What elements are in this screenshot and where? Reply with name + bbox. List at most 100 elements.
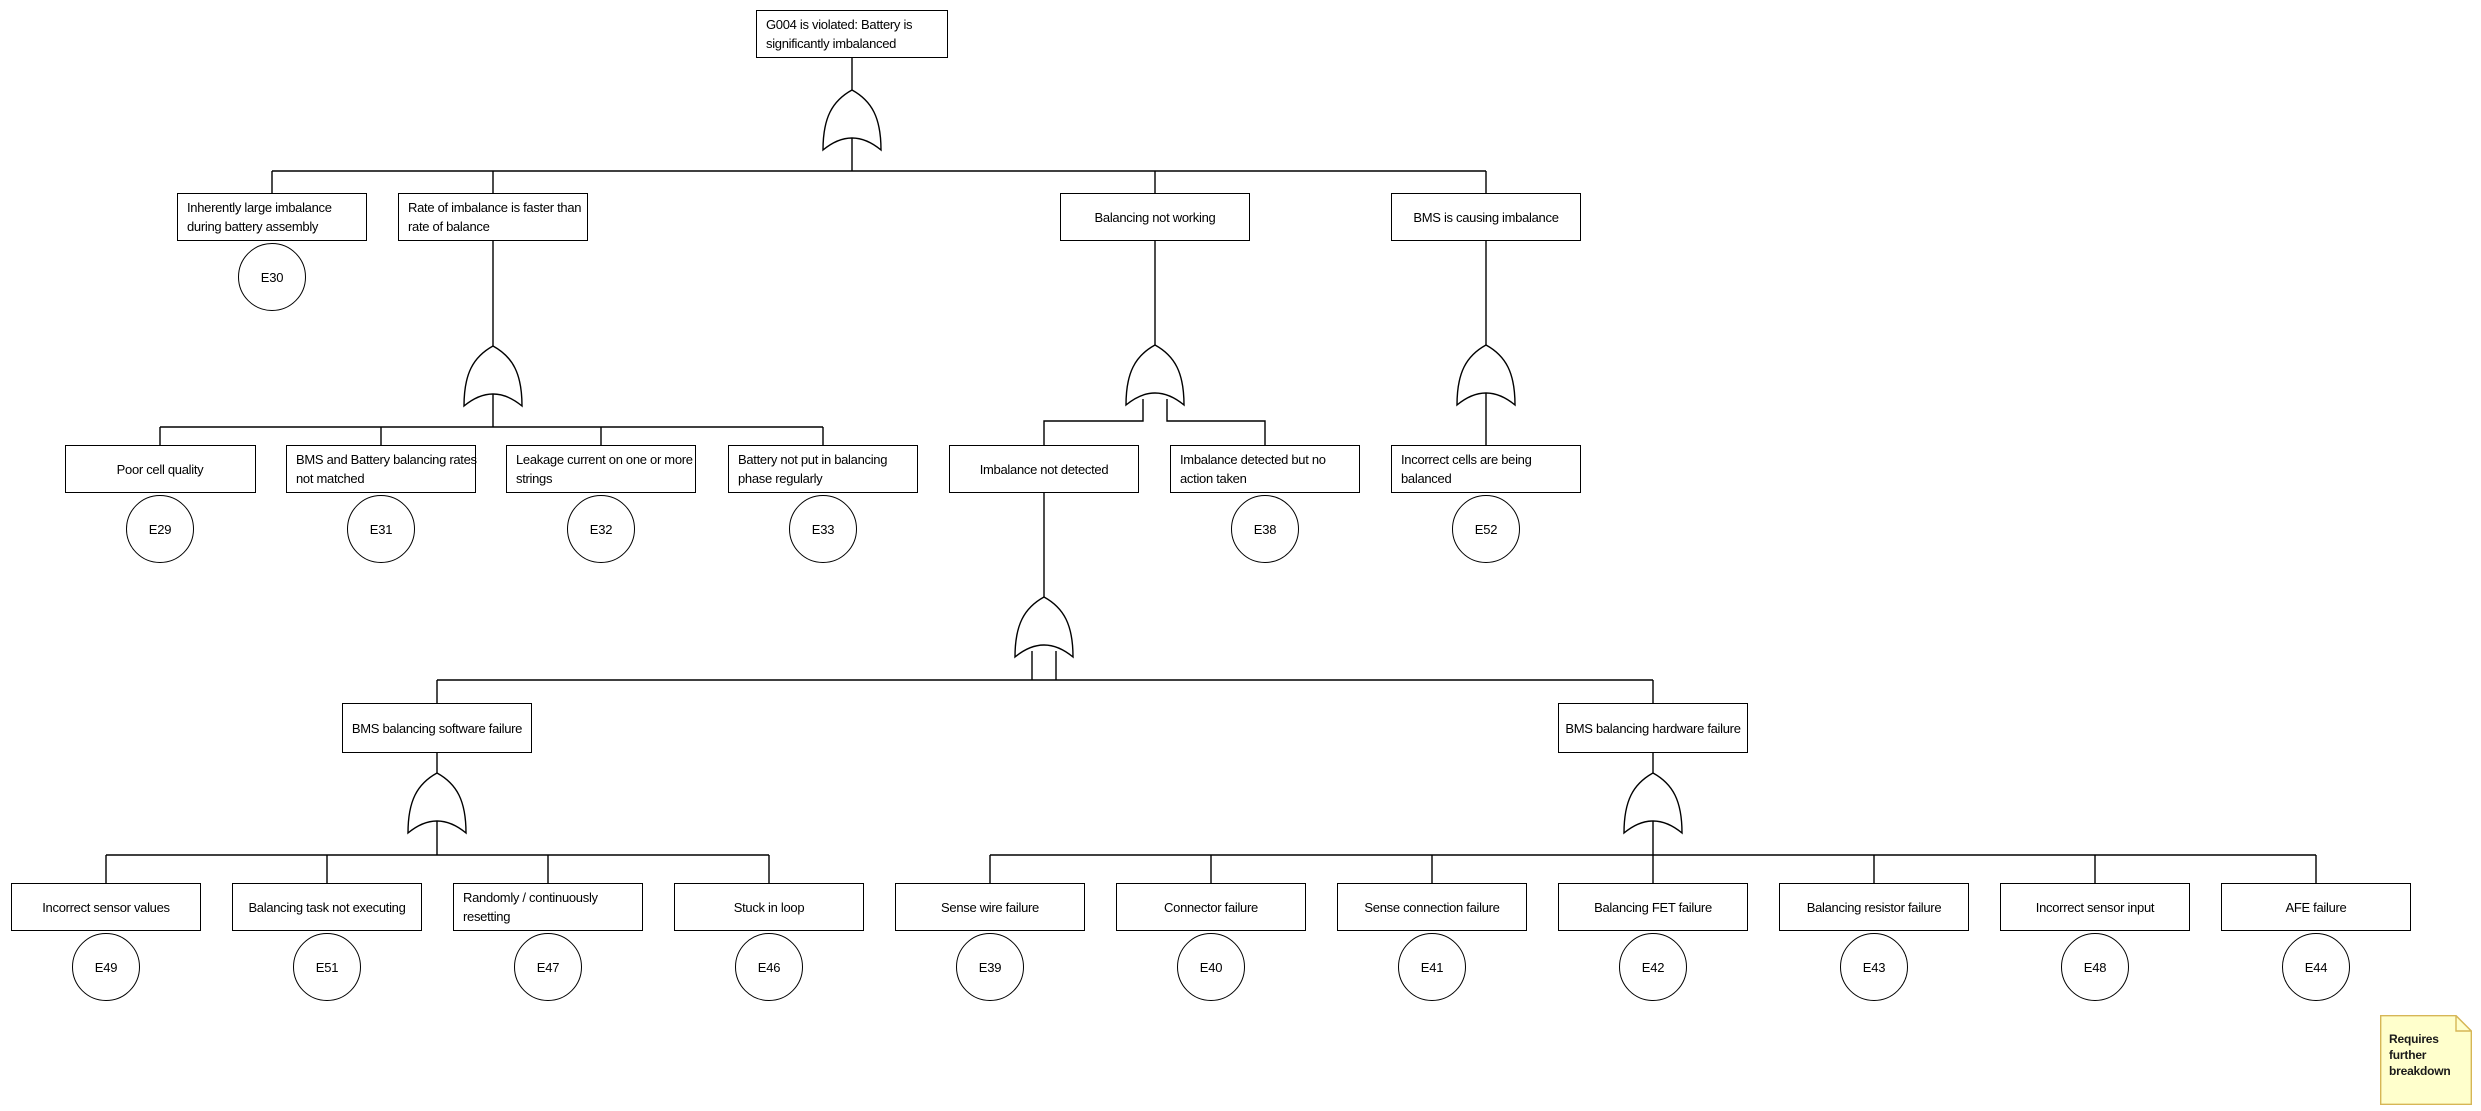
basic-event-circle[interactable]: E42 <box>1619 933 1687 1001</box>
node-box[interactable]: Incorrect cells are being balanced <box>1391 445 1581 493</box>
node-label: Battery not put in balancing phase regul… <box>738 452 888 486</box>
basic-event-id: E43 <box>1862 959 1886 975</box>
basic-event-circle[interactable]: E32 <box>567 495 635 563</box>
node-box[interactable]: BMS balancing software failure <box>342 703 532 753</box>
node-box[interactable]: Balancing FET failure <box>1558 883 1748 931</box>
basic-event-circle[interactable]: E46 <box>735 933 803 1001</box>
basic-event-circle[interactable]: E49 <box>72 933 140 1001</box>
node-label: Balancing not working <box>1094 209 1216 225</box>
node-label: Sense wire failure <box>941 899 1039 915</box>
node-label: Incorrect cells are being balanced <box>1401 452 1532 486</box>
basic-event-id: E31 <box>369 521 393 537</box>
basic-event-circle[interactable]: E41 <box>1398 933 1466 1001</box>
basic-event-circle[interactable]: E31 <box>347 495 415 563</box>
node-box[interactable]: Sense wire failure <box>895 883 1085 931</box>
node-label: Randomly / continuously resetting <box>463 890 598 924</box>
basic-event-id: E30 <box>260 269 284 285</box>
or-gate[interactable] <box>407 772 467 835</box>
connector <box>1043 399 1144 445</box>
node-label: Sense connection failure <box>1364 899 1500 915</box>
basic-event-circle[interactable]: E47 <box>514 933 582 1001</box>
basic-event-circle[interactable]: E51 <box>293 933 361 1001</box>
node-label: BMS balancing hardware failure <box>1565 720 1741 736</box>
basic-event-circle[interactable]: E52 <box>1452 495 1520 563</box>
basic-event-circle[interactable]: E44 <box>2282 933 2350 1001</box>
basic-event-id: E44 <box>2304 959 2328 975</box>
node-box[interactable]: Imbalance not detected <box>949 445 1139 493</box>
basic-event-id: E48 <box>2083 959 2107 975</box>
node-label: Balancing FET failure <box>1594 899 1712 915</box>
node-label: Balancing task not executing <box>248 899 406 915</box>
node-label: BMS and Battery balancing rates not matc… <box>296 452 477 486</box>
node-label: Poor cell quality <box>116 461 204 477</box>
node-box[interactable]: Imbalance detected but no action taken <box>1170 445 1360 493</box>
node-label: AFE failure <box>2285 899 2347 915</box>
node-label: Incorrect sensor input <box>2035 899 2155 915</box>
node-box[interactable]: G004 is violated: Battery is significant… <box>756 10 948 58</box>
node-box[interactable]: BMS balancing hardware failure <box>1558 703 1748 753</box>
node-label: Balancing resistor failure <box>1806 899 1942 915</box>
basic-event-id: E33 <box>811 521 835 537</box>
basic-event-id: E52 <box>1474 521 1498 537</box>
connector <box>1166 399 1266 445</box>
or-gate[interactable] <box>1125 344 1185 407</box>
node-label: Leakage current on one or more strings <box>516 452 693 486</box>
node-box[interactable]: BMS is causing imbalance <box>1391 193 1581 241</box>
node-box[interactable]: Rate of imbalance is faster than rate of… <box>398 193 588 241</box>
node-label: G004 is violated: Battery is significant… <box>766 17 913 51</box>
basic-event-id: E40 <box>1199 959 1223 975</box>
or-gate[interactable] <box>463 345 523 408</box>
node-box[interactable]: AFE failure <box>2221 883 2411 931</box>
basic-event-circle[interactable]: E43 <box>1840 933 1908 1001</box>
node-box[interactable]: Connector failure <box>1116 883 1306 931</box>
node-box[interactable]: Balancing resistor failure <box>1779 883 1969 931</box>
sticky-note-body <box>2380 1015 2472 1105</box>
node-box[interactable]: Battery not put in balancing phase regul… <box>728 445 918 493</box>
or-gate[interactable] <box>1456 344 1516 407</box>
node-box[interactable]: Incorrect sensor values <box>11 883 201 931</box>
basic-event-circle[interactable]: E48 <box>2061 933 2129 1001</box>
or-gate[interactable] <box>1014 596 1074 659</box>
node-label: Imbalance detected but no action taken <box>1180 452 1326 486</box>
node-label: BMS is causing imbalance <box>1413 209 1559 225</box>
basic-event-circle[interactable]: E33 <box>789 495 857 563</box>
node-box[interactable]: Balancing not working <box>1060 193 1250 241</box>
basic-event-circle[interactable]: E29 <box>126 495 194 563</box>
basic-event-circle[interactable]: E30 <box>238 243 306 311</box>
basic-event-id: E46 <box>757 959 781 975</box>
node-box[interactable]: Poor cell quality <box>64 445 256 493</box>
node-box[interactable]: BMS and Battery balancing rates not matc… <box>286 445 477 493</box>
node-box[interactable]: Leakage current on one or more strings <box>506 445 696 493</box>
basic-event-id: E41 <box>1420 959 1444 975</box>
basic-event-circle[interactable]: E38 <box>1231 495 1299 563</box>
sticky-note-text: Requires further breakdown <box>2389 1032 2451 1078</box>
node-label: Stuck in loop <box>733 899 805 915</box>
node-box[interactable]: Sense connection failure <box>1337 883 1527 931</box>
node-label: Connector failure <box>1164 899 1258 915</box>
basic-event-id: E32 <box>589 521 613 537</box>
node-label: BMS balancing software failure <box>351 720 523 736</box>
node-label: Incorrect sensor values <box>42 899 170 915</box>
node-label: Imbalance not detected <box>979 461 1109 477</box>
node-box[interactable]: Inherently large imbalance during batter… <box>177 193 367 241</box>
node-label: Rate of imbalance is faster than rate of… <box>408 200 582 234</box>
sticky-note-fold-icon <box>2455 1015 2472 1032</box>
node-box[interactable]: Incorrect sensor input <box>2000 883 2190 931</box>
node-label: Inherently large imbalance during batter… <box>187 200 332 234</box>
basic-event-id: E42 <box>1641 959 1665 975</box>
basic-event-circle[interactable]: E40 <box>1177 933 1245 1001</box>
node-box[interactable]: Randomly / continuously resetting <box>453 883 643 931</box>
or-gate[interactable] <box>822 89 882 152</box>
or-gate[interactable] <box>1623 772 1683 835</box>
basic-event-id: E29 <box>148 521 172 537</box>
basic-event-circle[interactable]: E39 <box>956 933 1024 1001</box>
basic-event-id: E49 <box>94 959 118 975</box>
basic-event-id: E38 <box>1253 521 1277 537</box>
sticky-note[interactable]: Requires further breakdown <box>2380 1015 2472 1105</box>
node-box[interactable]: Stuck in loop <box>674 883 864 931</box>
node-box[interactable]: Balancing task not executing <box>232 883 422 931</box>
basic-event-id: E39 <box>978 959 1002 975</box>
basic-event-id: E51 <box>315 959 339 975</box>
